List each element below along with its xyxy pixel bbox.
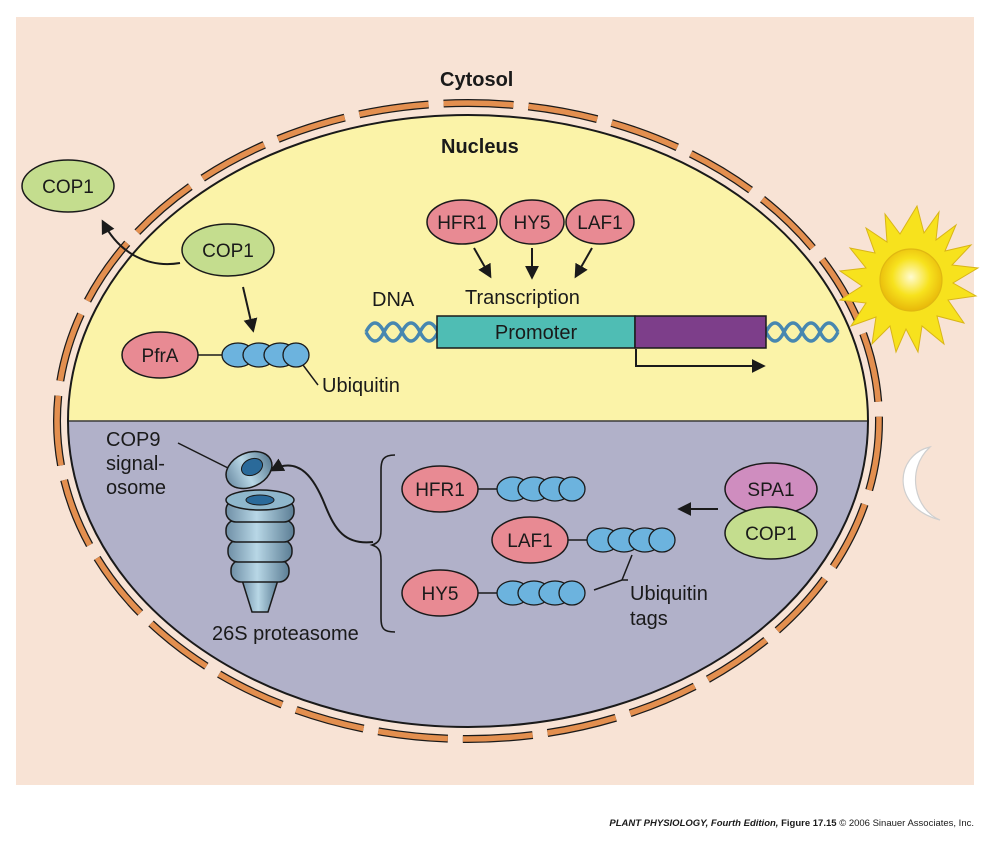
caption-figure: Figure 17.15 [781, 818, 837, 829]
svg-text:COP1: COP1 [42, 177, 94, 198]
sun-icon [838, 204, 980, 354]
cop9-label-line3: osome [106, 477, 166, 499]
dna-helix-right [764, 321, 840, 343]
promoter-label: Promoter [495, 322, 578, 344]
svg-text:LAF1: LAF1 [507, 531, 552, 552]
hfr1-tagged: HFR1 [401, 465, 479, 513]
laf1-tagged: LAF1 [491, 516, 569, 564]
laf1-top: LAF1 [565, 199, 635, 245]
laf1-arrow [574, 247, 593, 279]
ubiquitin-tags-label-line2: tags [630, 608, 668, 630]
cop9-label-line2: signal- [106, 453, 165, 475]
nucleus-label: Nucleus [441, 136, 519, 158]
hy5-ubiquitin-chain [496, 580, 586, 606]
svg-text:HY5: HY5 [514, 213, 551, 234]
cop9-label-line1: COP9 [106, 429, 160, 451]
cop1-to-pfra-arrow [242, 286, 258, 333]
svg-text:HFR1: HFR1 [437, 213, 487, 234]
transcription-start-arrow [635, 349, 766, 373]
transcription-label: Transcription [465, 287, 580, 309]
cop1-complex: COP1 [724, 506, 818, 560]
moon-icon [902, 445, 941, 521]
figure-caption: PLANT PHYSIOLOGY, Fourth Edition, Figure… [0, 818, 974, 829]
cop9-pointer [177, 442, 233, 471]
caption-copyright: © 2006 Sinauer Associates, Inc. [839, 818, 974, 829]
pfra-protein: PfrA [121, 331, 199, 379]
hfr1-ubiquitin-chain [496, 476, 586, 502]
ubiquitin-tags-pointer [593, 554, 633, 591]
spa1-protein: SPA1 [724, 462, 818, 516]
svg-text:LAF1: LAF1 [577, 213, 622, 234]
hy5-top: HY5 [499, 199, 565, 245]
svg-text:HFR1: HFR1 [415, 480, 465, 501]
ubiquitin-tags-label-line1: Ubiquitin [630, 583, 708, 605]
svg-text:PfrA: PfrA [142, 346, 179, 367]
dna-label: DNA [372, 289, 415, 311]
ubiquitin-label: Ubiquitin [322, 375, 400, 397]
gene-region [634, 315, 767, 349]
hy5-tagged: HY5 [401, 569, 479, 617]
cop1-nucleus: COP1 [181, 223, 275, 277]
nuclear-envelope-fill [54, 100, 882, 742]
cytosol-label: Cytosol [440, 69, 513, 91]
proteasome-26s [225, 489, 295, 613]
hfr1-arrow [473, 247, 492, 279]
degradation-arrow [269, 458, 374, 544]
cop1-export-arrow [101, 219, 181, 265]
caption-book: PLANT PHYSIOLOGY, Fourth Edition, [609, 818, 779, 829]
svg-text:COP1: COP1 [745, 524, 797, 545]
proteasome-label: 26S proteasome [212, 623, 359, 645]
promoter-region [436, 315, 636, 349]
svg-text:SPA1: SPA1 [747, 480, 794, 501]
tagged-proteins-brace [369, 454, 396, 633]
dna-helix-left [364, 321, 440, 343]
nucleus-outline [67, 114, 869, 728]
cop1-cytosol: COP1 [21, 159, 115, 213]
pfra-ubiquitin-chain [221, 342, 310, 368]
ubiquitin-pointer [302, 364, 319, 386]
laf1-ubiquitin-chain [586, 527, 676, 553]
hfr1-top: HFR1 [426, 199, 498, 245]
svg-text:HY5: HY5 [422, 584, 459, 605]
svg-text:COP1: COP1 [202, 241, 254, 262]
